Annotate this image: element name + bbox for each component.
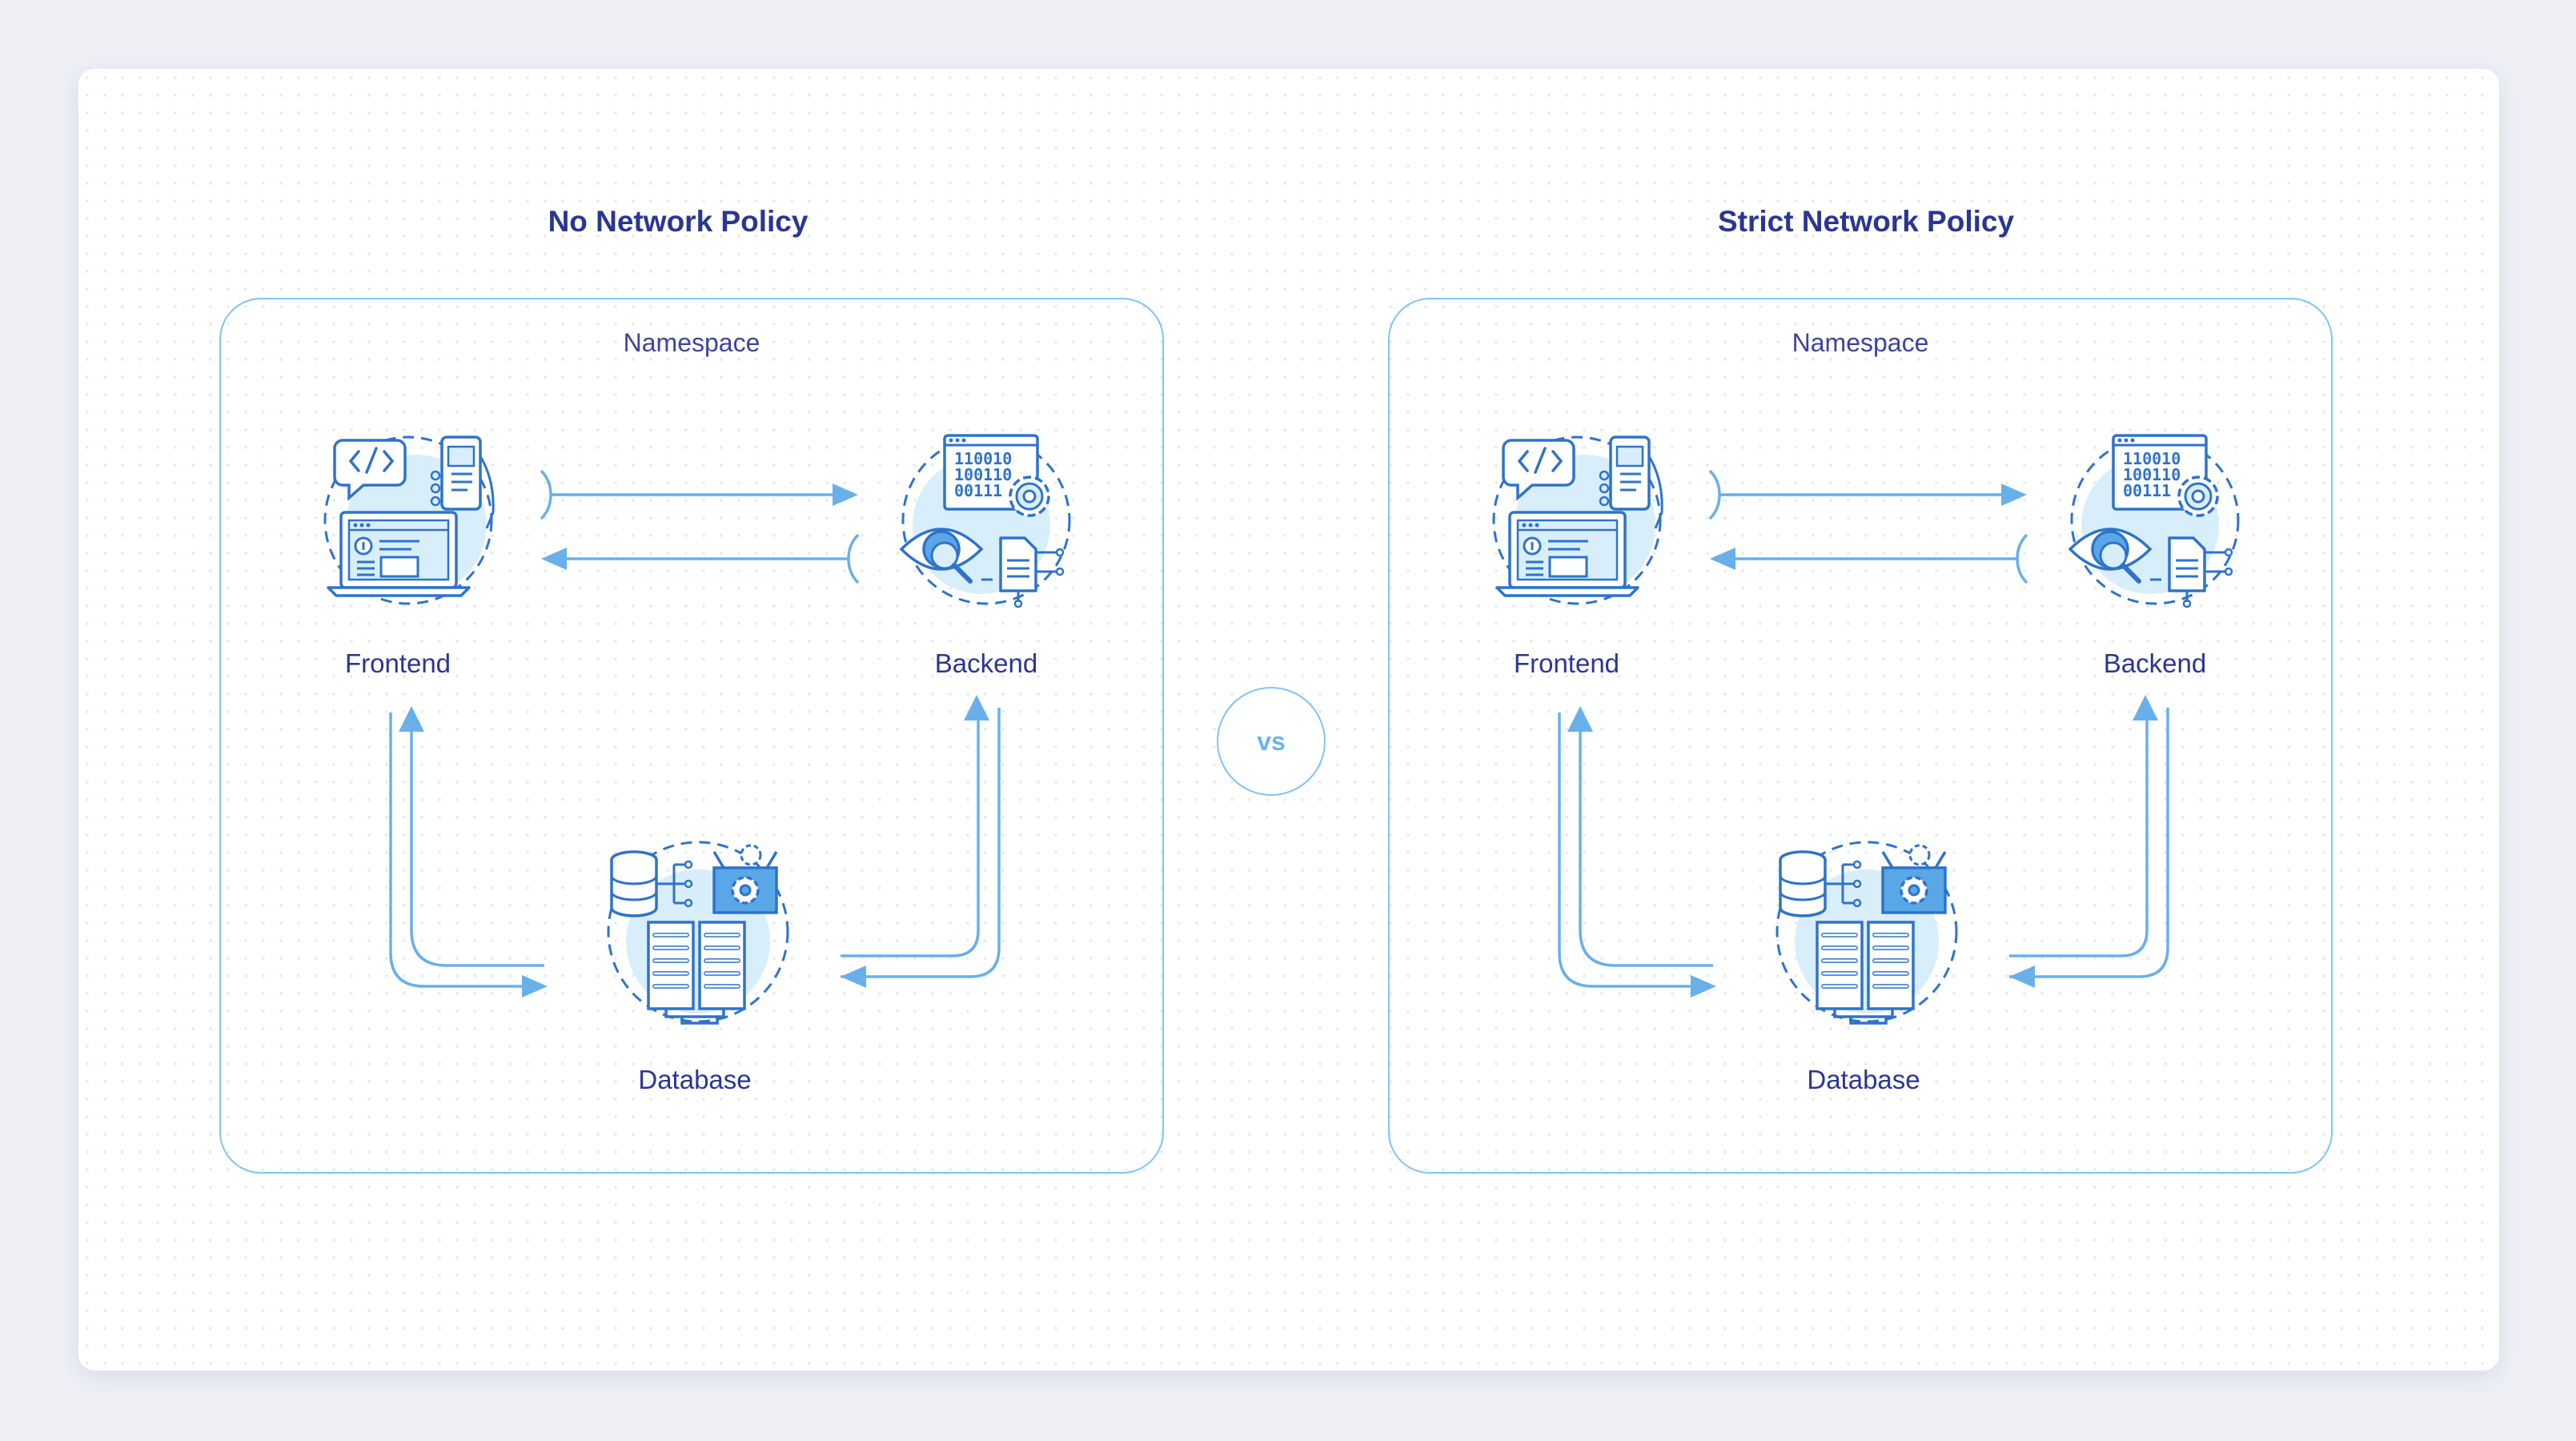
backend-label: Backend (2103, 648, 2207, 678)
namespace-label: Namespace (623, 328, 760, 357)
database-icon (1777, 842, 1956, 1023)
backend-label: Backend (934, 648, 1038, 678)
database-label: Database (638, 1065, 752, 1094)
namespace-box-strict-policy: Namespace (1388, 298, 2333, 1174)
panel-graphics-no-policy (323, 436, 1069, 1023)
frontend-icon (323, 436, 495, 605)
panel-title-strict-policy: Strict Network Policy (1717, 205, 2015, 238)
frontend-label: Frontend (344, 648, 451, 678)
database-label: Database (1807, 1065, 1920, 1094)
panel-title-no-policy: No Network Policy (548, 205, 809, 238)
database-icon (608, 842, 788, 1023)
backend-icon (2070, 436, 2238, 607)
vs-badge: vs (1217, 687, 1326, 796)
namespace-label: Namespace (1792, 328, 1929, 357)
frontend-label: Frontend (1513, 648, 1620, 678)
panel-graphics-strict-policy (1492, 436, 2238, 1023)
namespace-box-no-policy: Namespace (219, 298, 1164, 1174)
backend-icon (901, 436, 1069, 607)
frontend-icon (1492, 436, 1663, 605)
